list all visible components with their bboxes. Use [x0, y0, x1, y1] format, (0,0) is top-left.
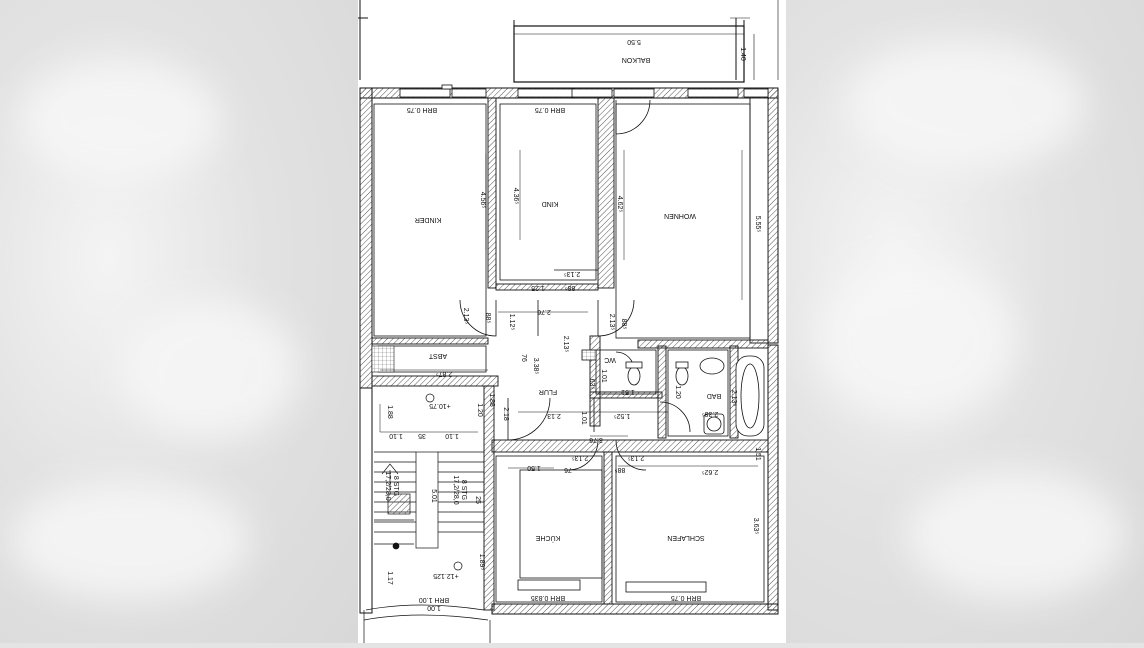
dim-kueche-w: 1.50: [527, 464, 541, 471]
dim-stair-w2: 1.10: [445, 432, 459, 439]
room-label-abst: ABST: [428, 352, 447, 359]
dim-flur-w2: 2.13⁵: [562, 336, 569, 353]
dim-abst-w: 2.87⁵: [436, 370, 453, 377]
dim-wc-w: 1.51: [621, 388, 635, 395]
dim-door-kueche: 2.13⁵: [572, 454, 589, 461]
dim-stair-w1: 1.10: [389, 432, 403, 439]
dim-door-wohnen-b: 88⁵: [620, 319, 627, 330]
stair-right-ratio: 17,2/28,0: [452, 475, 459, 504]
dim-flur-w3: 1.12⁵: [508, 314, 515, 331]
dim-door-kueche-b: 76: [564, 466, 572, 473]
dim-stair-h1: 1.88: [386, 405, 393, 419]
dim-stair-h2: 1.17: [386, 571, 393, 585]
dim-stair-w3: 35: [418, 432, 426, 439]
room-label-wohnen: WOHNEN: [664, 212, 696, 219]
dim-flur-l4: 3.76: [589, 436, 603, 443]
dim-bad-h: 2.13⁵: [730, 390, 737, 407]
dim-wc-d: 63⁵: [588, 379, 595, 390]
dim-balkon-depth: 1.40: [739, 47, 746, 61]
door-swings: [459, 99, 691, 471]
level-upper: +10.75: [429, 402, 451, 409]
stairwell: [363, 393, 491, 643]
stair-left-ratio: 17,2/28,0: [384, 471, 391, 500]
floor-plan-drawing: BALKON 5.50 1.40 BRH 0.75 BRH 0.75 KINDE…: [358, 0, 779, 643]
room-label-wc: WC: [604, 356, 616, 363]
interior-walls: [371, 97, 769, 611]
dim-bad-e: 1.51: [754, 447, 761, 461]
balcony: [358, 0, 779, 83]
dim-bad-w: 2.38⁵: [702, 410, 719, 417]
dim-bad-d: 1.20: [674, 385, 681, 399]
dim-kinder-height: 4.56⁵: [479, 192, 486, 209]
window-label-kueche: BRH 0.835: [531, 594, 565, 601]
dim-schlafen-h: 3.63⁵: [752, 518, 759, 535]
bathroom-fixtures: [581, 349, 765, 437]
dim-flur-h2: 76: [520, 354, 527, 362]
dim-stair-w4: 1.00: [427, 604, 441, 611]
dim-door-wohnen-a: 2.13⁵: [608, 314, 615, 331]
dim-schlafen-w: 2.62⁵: [702, 468, 719, 475]
dim-flur-l1: 1.52⁵: [614, 412, 631, 419]
room-label-balkon: BALKON: [622, 56, 650, 63]
dimension-lines: [379, 150, 758, 469]
room-label-bad: BAD: [707, 392, 721, 399]
dim-wohnen-height: 4.62⁵: [616, 196, 623, 213]
window-label-kind: BRH 0.75: [535, 106, 565, 113]
top-windows: [399, 84, 769, 98]
dim-door-schlafen: 2.13⁵: [628, 454, 645, 461]
window-label-kinder: BRH 0.75: [407, 106, 437, 113]
dim-door-kind-a: 2.13⁵: [564, 270, 581, 277]
room-label-flur: FLUR: [539, 388, 557, 395]
dim-flur-l2: 2.13: [547, 412, 561, 419]
dim-door-schlafen-b: 88⁵: [615, 466, 626, 473]
room-label-kinder: KINDER: [415, 216, 441, 223]
blurred-background-left: [0, 0, 358, 643]
dim-balkon-width: 5.50: [627, 38, 641, 45]
dim-flur-l5: 2.18: [502, 407, 509, 421]
dim-door-kind-c: 88⁵: [565, 284, 576, 291]
abst-tiles: [371, 345, 395, 373]
stair-right-count: 8 STG: [460, 480, 467, 500]
room-label-kueche: KÜCHE: [535, 534, 560, 542]
dim-flur-w1: 2.76: [537, 308, 551, 315]
dim-door-kind-b: 1.25: [531, 284, 545, 291]
dim-flur-h1: 3.38⁵: [532, 358, 539, 375]
dim-flur-l3: 1.01: [580, 411, 587, 425]
window-label-schlafen: BRH 0.75: [671, 594, 701, 601]
stair-left-count: 8 STG: [392, 476, 399, 496]
dim-wohnen-right: 5.55⁵: [754, 216, 761, 233]
blurred-background-right: [786, 0, 1144, 643]
room-label-kind: KIND: [542, 200, 559, 207]
room-labels: BALKON 5.50 1.40 BRH 0.75 BRH 0.75 KINDE…: [384, 38, 761, 611]
dim-door-kinder-a: 2.13⁵: [462, 308, 469, 325]
dim-kind-height: 4.36⁵: [512, 188, 519, 205]
dim-flur-l6: 1.88: [488, 393, 495, 407]
dim-door-kinder-b: 88⁵: [484, 313, 491, 324]
dim-stair-d: 1.20: [476, 403, 483, 417]
dim-wc-h: 1.01: [600, 369, 607, 383]
dim-stair-len: 5.01: [430, 489, 437, 503]
dim-stair-w5: 25: [474, 496, 481, 504]
floor-plan: BALKON 5.50 1.40 BRH 0.75 BRH 0.75 KINDE…: [358, 0, 786, 643]
window-label-stair: BRH 1.00: [419, 596, 449, 603]
dim-stair-h3: 1.89⁵: [478, 554, 485, 571]
room-label-schlafen: SCHLAFEN: [667, 534, 704, 541]
level-lower: +12.125: [433, 572, 459, 579]
